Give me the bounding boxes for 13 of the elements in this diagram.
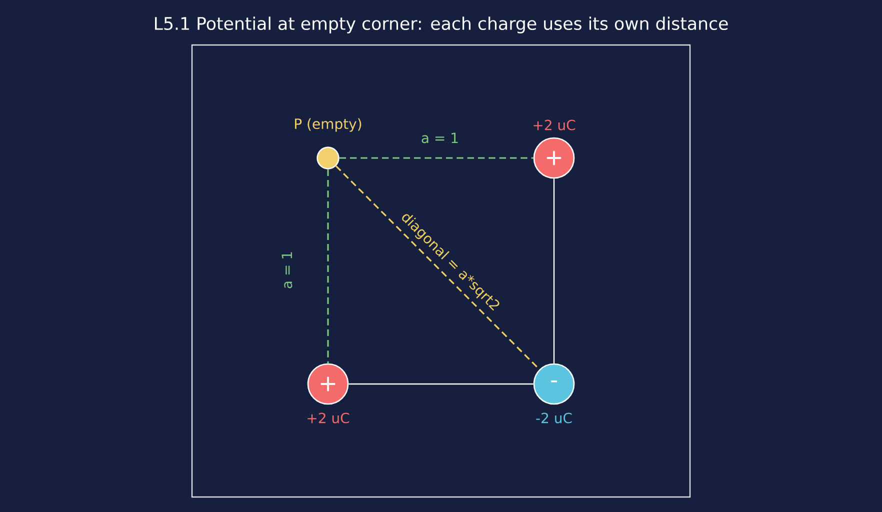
connector-line	[327, 169, 329, 364]
edge-label: a = 1	[280, 250, 294, 290]
connector-line	[348, 383, 534, 385]
charge-label: +2 uC	[308, 412, 350, 424]
connector-line	[335, 165, 540, 370]
charge-circle	[316, 146, 340, 170]
connector-line	[339, 157, 534, 159]
charge-label: P (empty)	[295, 118, 362, 132]
edge-label: a = 1	[420, 131, 460, 145]
charge-label: +2 uC	[534, 120, 576, 130]
charge-label: -2 uC	[536, 412, 572, 424]
title: L5.1 Potential at empty corner: each charge uses its own distance	[155, 16, 728, 34]
connector-line	[553, 178, 555, 364]
